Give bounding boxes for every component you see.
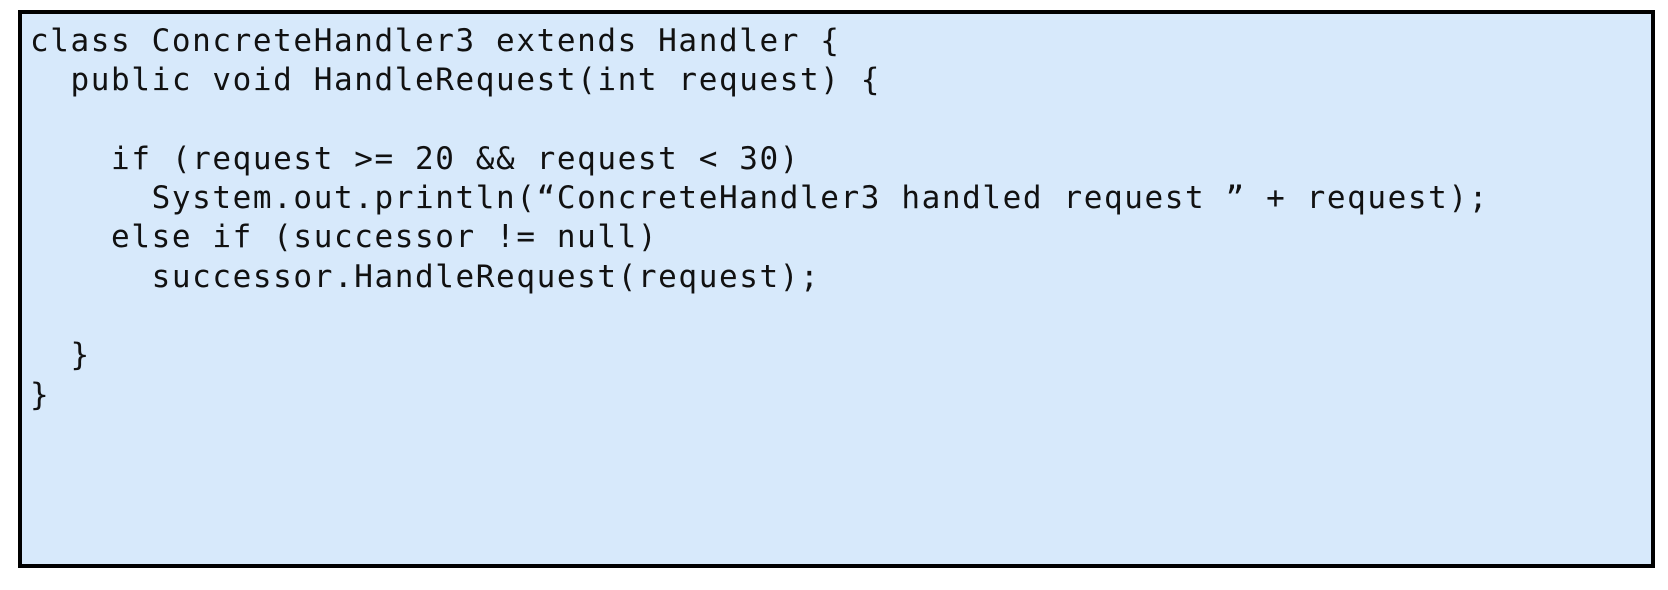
code-line-method-close-brace: } bbox=[30, 337, 91, 374]
code-line-method-declaration: public void HandleRequest(int request) { bbox=[30, 62, 882, 99]
code-line-println: System.out.println(“ConcreteHandler3 han… bbox=[30, 180, 1489, 217]
code-line-class-declaration: class ConcreteHandler3 extends Handler { bbox=[30, 23, 841, 59]
code-snippet-box: class ConcreteHandler3 extends Handler {… bbox=[18, 10, 1655, 568]
code-line-successor-call: successor.HandleRequest(request); bbox=[30, 258, 821, 295]
code-line-else-if: else if (successor != null) bbox=[30, 219, 659, 256]
code-line-class-close-brace: } bbox=[30, 376, 51, 413]
code-line-blank bbox=[30, 297, 1645, 336]
code-line-blank bbox=[30, 101, 1645, 140]
code-line-if-condition: if (request >= 20 && request < 30) bbox=[30, 140, 801, 177]
